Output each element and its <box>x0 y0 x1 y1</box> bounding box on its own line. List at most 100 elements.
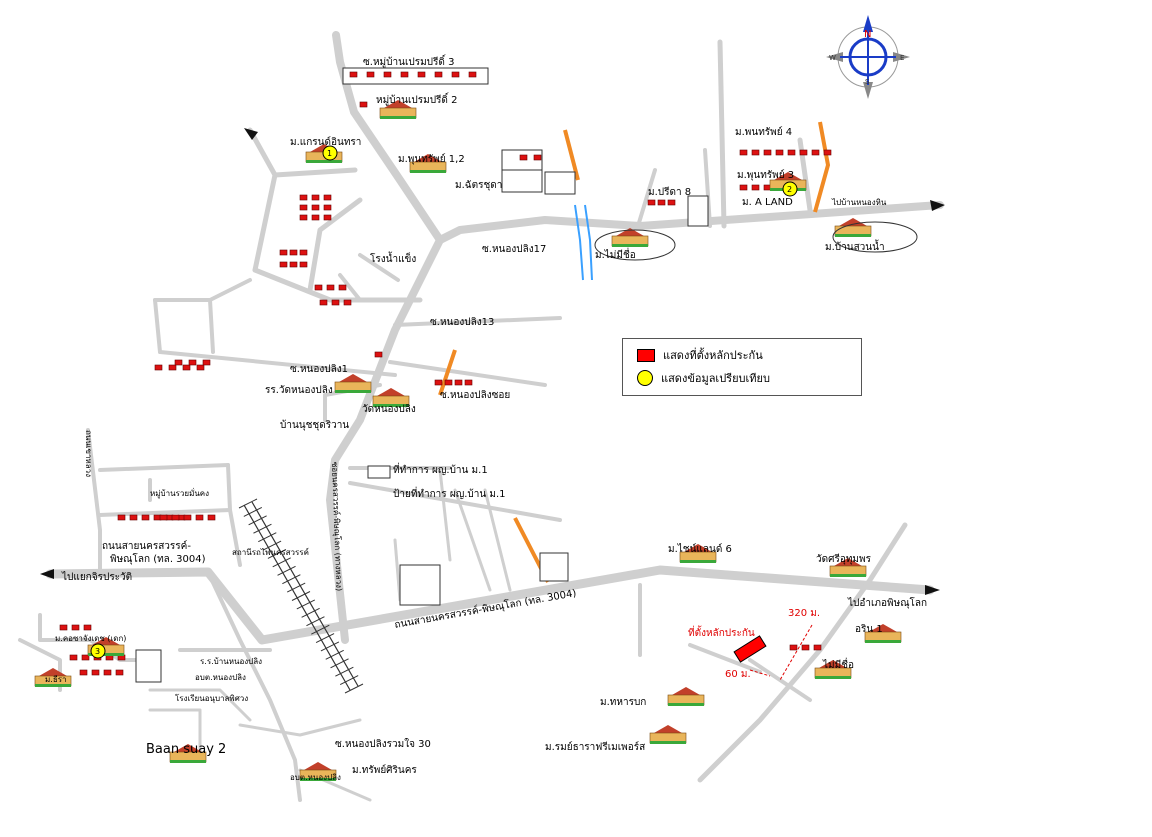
rail-tie <box>262 540 282 551</box>
label-pruksa12: ม.พุนทรัพย์ 1,2 <box>398 153 465 165</box>
label-soi-npb: ซ.หนองปลิงซอย <box>440 390 510 401</box>
rail-tie <box>258 532 277 543</box>
compass-north: N <box>864 29 871 40</box>
house-icon <box>279 249 288 256</box>
label-collateral: ที่ตั้งหลักประกัน <box>688 625 755 639</box>
rail-tie <box>311 624 330 635</box>
dist-line-320 <box>779 624 813 681</box>
compass-rose: N S E W <box>826 15 910 99</box>
rail-tie <box>306 616 325 627</box>
house-icon <box>311 204 320 211</box>
rail-tie <box>296 599 316 610</box>
landmark-icon <box>611 228 649 247</box>
landmark-icon <box>169 744 207 763</box>
house-icon <box>289 249 298 256</box>
ring-bansuan <box>832 221 918 253</box>
label-road-main-left2: พิษณุโลก (ทล. 3004) <box>110 552 206 565</box>
label-lower-mkt: อบต.หนองปลิง <box>290 773 341 782</box>
rail-tie <box>277 565 296 576</box>
landmark-icon <box>814 660 852 679</box>
compass-west: W <box>829 54 836 62</box>
house-icon <box>813 644 822 651</box>
house-icon <box>519 154 528 161</box>
house-icon <box>171 514 180 521</box>
label-to-pond: ไปบ้านหนองหิน <box>831 198 887 207</box>
label-school2: โรงเรียนอนุบาลพิศวง <box>175 693 248 703</box>
svg-text:2: 2 <box>787 185 792 194</box>
label-village-nong: หมู่บ้านรวยมั่นคง <box>150 487 209 499</box>
house-icon <box>811 149 820 156</box>
legend-row-compare: แสดงข้อมูลเปรียบเทียบ <box>637 370 770 386</box>
river <box>574 204 593 281</box>
highway-3004 <box>45 565 935 645</box>
rail-tie <box>330 658 349 669</box>
house-icon <box>326 284 335 291</box>
house-icon <box>338 284 347 291</box>
rail-tie <box>272 557 291 568</box>
house-icon <box>468 71 477 78</box>
house-icon <box>349 71 358 78</box>
label-nonname2: ไม่มีชื่อ <box>822 657 854 671</box>
landmark-icon <box>667 687 705 706</box>
house-icon <box>196 364 205 371</box>
house-icon <box>141 514 150 521</box>
collateral-lot <box>733 635 767 663</box>
house-icon <box>400 71 409 78</box>
house-icon <box>299 261 308 268</box>
label-road-main-left1: ถนนสายนครสวรรค์- <box>102 540 191 552</box>
house-icon <box>319 299 328 306</box>
compare-marker-2: 2 <box>782 181 798 197</box>
label-pruksa4: ม.พนทรัพย์ 4 <box>735 126 792 138</box>
label-to-east: ไปอำเภอพิษณุโลก <box>847 596 927 609</box>
house-icon <box>751 149 760 156</box>
house-icon <box>299 194 308 201</box>
house-icon <box>299 214 308 221</box>
house-icon <box>451 71 460 78</box>
landmark-icon <box>649 725 687 744</box>
label-baan-suay: Baan suay 2 <box>146 742 226 757</box>
label-pruksa3: ม.พุนทรัพย์ 3 <box>737 169 794 181</box>
label-pruksa2: หมู่บ้านเปรมปรีดิ์ 2 <box>376 92 457 106</box>
railway <box>238 498 364 694</box>
house-icon <box>188 359 197 366</box>
label-aland: ม. A LAND <box>742 197 793 208</box>
house-icon <box>69 654 78 661</box>
house-icon <box>202 359 211 366</box>
label-station: สถานีรถไฟนครสวรรค์ <box>232 547 309 557</box>
house-icon <box>79 669 88 676</box>
landmark-icon <box>864 624 902 643</box>
legend-yellow-label: แสดงข้อมูลเปรียบเทียบ <box>661 372 770 385</box>
central-road-south <box>326 236 444 644</box>
house-icon <box>775 149 784 156</box>
label-nonname: ม.ไม่มีชื่อ <box>595 247 636 261</box>
house-icon <box>374 351 383 358</box>
label-ratch: ม.รมย์ธาราฟรีเมเพอร์ส <box>545 741 645 753</box>
house-icon <box>751 184 760 191</box>
house-icon <box>299 204 308 211</box>
house-icon <box>823 149 832 156</box>
house-icon <box>323 204 332 211</box>
rail-tie <box>325 649 344 660</box>
house-icon <box>71 624 80 631</box>
house-icon <box>91 669 100 676</box>
label-trasin: ม.ทรัพย์ศิรินคร <box>352 764 417 776</box>
house-icon <box>417 71 426 78</box>
label-siam: ม.ธีรา <box>45 675 67 684</box>
landmark-icon <box>34 668 72 687</box>
label-temple: วัดหนองปลิง <box>362 404 416 415</box>
rail-tie <box>238 498 258 509</box>
house-icon <box>323 214 332 221</box>
house-icon <box>289 261 298 268</box>
house-icon <box>331 299 340 306</box>
house-icon <box>657 199 666 206</box>
house-icon <box>383 71 392 78</box>
rail-tie <box>335 666 354 677</box>
rail-tie <box>315 633 335 643</box>
label-soi-np1: ซ.หนองปลิง1 <box>290 364 348 375</box>
house-icon <box>159 514 168 521</box>
house-icon <box>434 379 443 386</box>
house-icon <box>129 514 138 521</box>
house-icon <box>464 379 473 386</box>
legend-red-swatch <box>637 348 655 362</box>
